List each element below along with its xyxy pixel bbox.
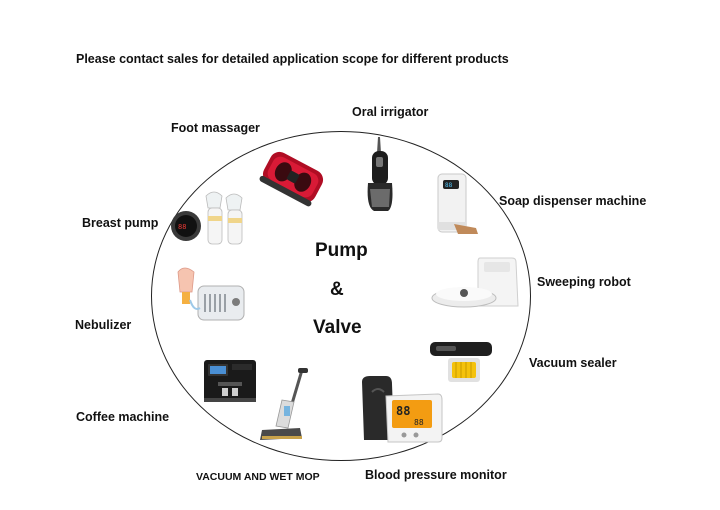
center-title-pump: Pump [315,240,368,261]
svg-text:88: 88 [414,418,424,427]
wet-mop-icon [260,368,308,440]
label-coffee-machine: Coffee machine [76,410,170,424]
label-nebulizer: Nebulizer [75,318,132,332]
center-title-valve: Valve [313,317,362,338]
breast-pump-icon: 88 [171,191,243,245]
label-soap-dispenser: Soap dispenser machine [499,194,647,208]
foot-massager-icon [259,151,324,207]
label-blood-pressure-monitor: Blood pressure monitor [365,468,507,482]
label-vacuum-sealer: Vacuum sealer [529,356,617,370]
soap-dispenser-icon: 88 [437,173,478,234]
label-foot-massager: Foot massager [171,121,260,135]
svg-text:88: 88 [396,404,410,418]
label-vacuum-wet-mop: VACUUM AND WET MOP [196,471,320,483]
svg-text:88: 88 [445,182,453,189]
sweeping-robot-icon [431,257,519,308]
scope-notice: Please contact sales for detailed applic… [76,52,509,66]
svg-text:88: 88 [178,223,186,231]
label-oral-irrigator: Oral irrigator [352,105,429,119]
label-sweeping-robot: Sweeping robot [537,275,631,289]
vacuum-sealer-icon [430,342,492,382]
label-breast-pump: Breast pump [82,216,159,230]
oral-irrigator-icon [367,137,393,211]
application-ring [151,131,531,461]
blood-pressure-monitor-icon: 88 88 [362,376,443,443]
nebulizer-icon [177,267,245,321]
coffee-machine-icon [204,360,256,402]
center-ampersand: & [330,279,344,300]
